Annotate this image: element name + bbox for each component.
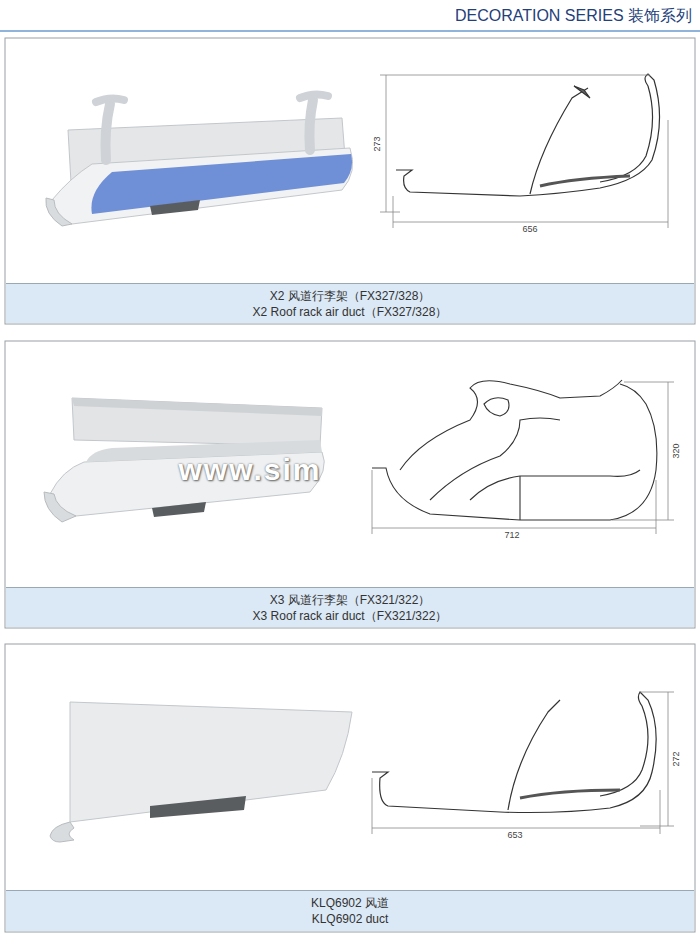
caption-text: KLQ6902 duct <box>312 911 389 927</box>
dimension-value: 653 <box>506 830 523 840</box>
dimension-lines <box>380 75 668 228</box>
caption-text: X2 Roof rack air duct（FX327/328） <box>253 304 448 320</box>
dimension-value: 656 <box>521 224 538 234</box>
caption-band: KLQ6902 风道KLQ6902 duct <box>6 890 694 931</box>
dimension-lines <box>372 692 674 834</box>
dimension-value: 272 <box>671 750 681 767</box>
duct-photo <box>50 702 352 842</box>
product-panel <box>5 644 695 932</box>
dimension-value: 273 <box>372 135 382 152</box>
caption-band: X2 风道行李架（FX327/328）X2 Roof rack air duct… <box>6 283 694 323</box>
caption-text: X3 风道行李架（FX321/322） <box>270 592 431 608</box>
dimension-value: 712 <box>503 530 520 540</box>
duct-photo <box>44 398 324 522</box>
dimension-lines <box>372 382 674 534</box>
caption-text: KLQ6902 风道 <box>311 895 389 911</box>
dimension-value: 320 <box>671 442 681 459</box>
page-title: DECORATION SERIES 装饰系列 <box>455 6 692 27</box>
caption-text: X3 Roof rack air duct（FX321/322） <box>253 608 448 624</box>
product-panel <box>5 341 695 628</box>
header-rule <box>0 30 700 32</box>
product-panel <box>5 38 695 324</box>
section-drawing <box>372 692 656 813</box>
caption-band: X3 风道行李架（FX321/322）X3 Roof rack air duct… <box>6 587 694 627</box>
watermark: www.sim <box>178 453 323 487</box>
section-drawing <box>372 380 657 520</box>
duct-photo <box>46 94 353 226</box>
caption-text: X2 风道行李架（FX327/328） <box>270 288 431 304</box>
section-drawing <box>396 74 660 196</box>
